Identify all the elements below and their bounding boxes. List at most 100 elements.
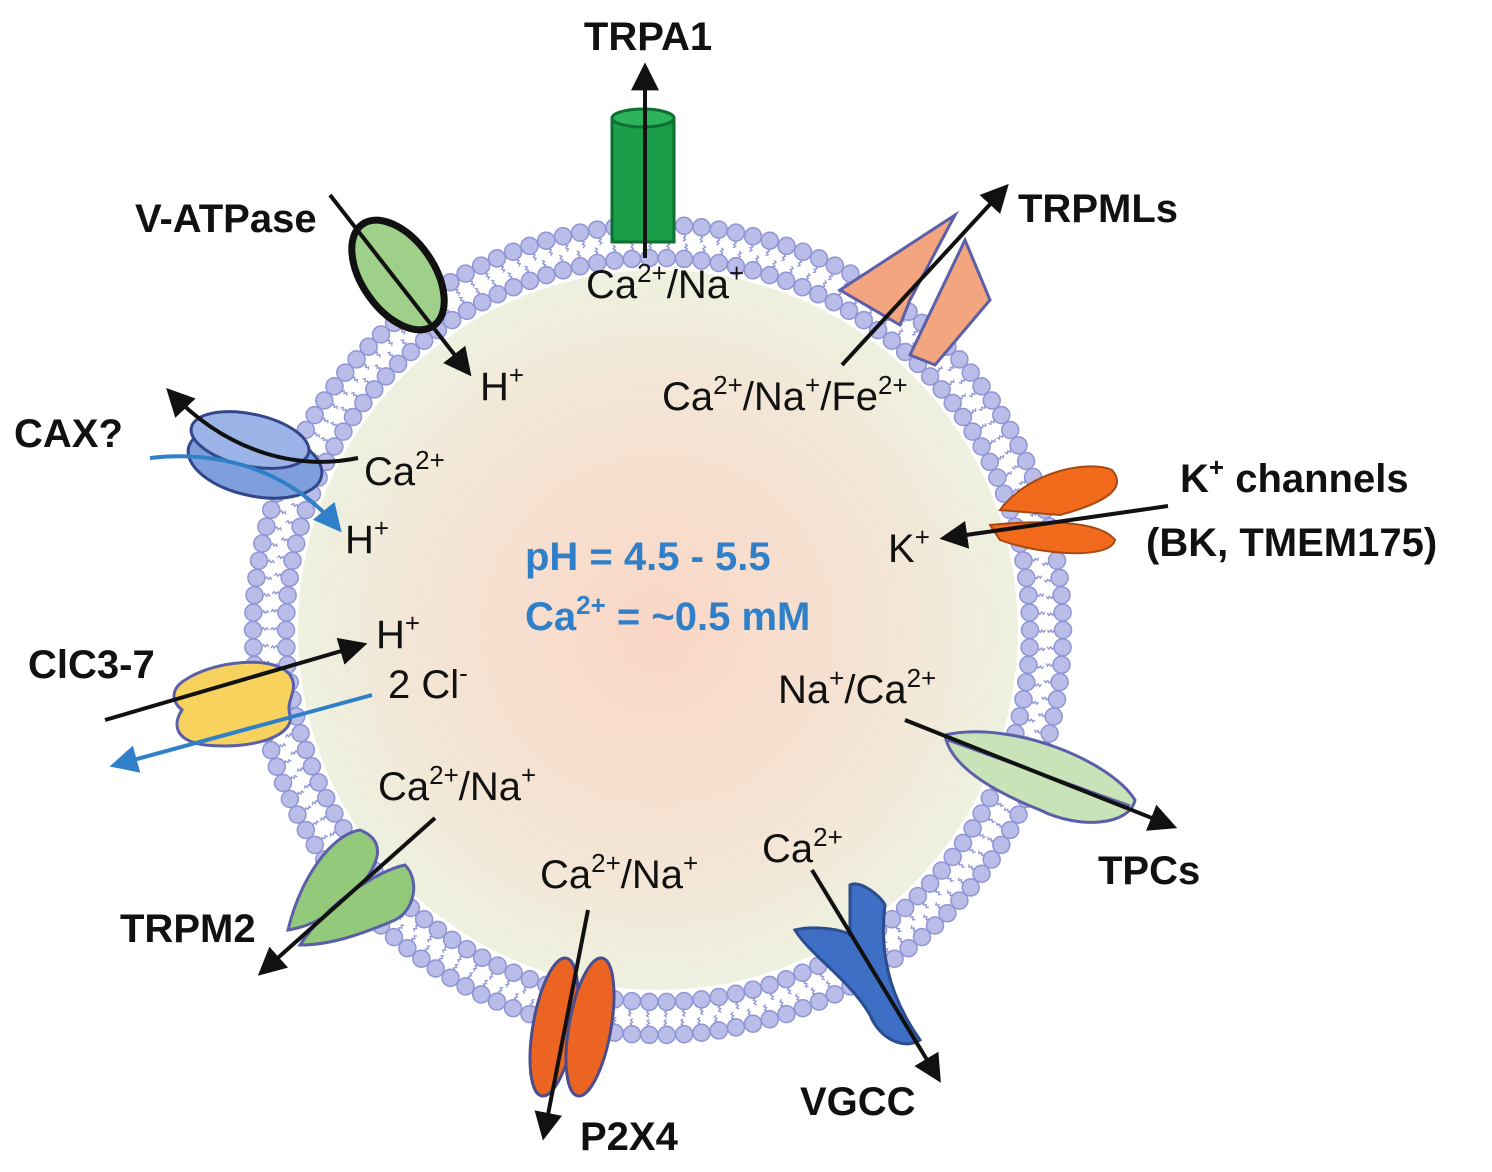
vgcc-label: VGCC	[800, 1080, 916, 1124]
lipid-head-outer	[384, 927, 404, 947]
cax-h-arrow	[149, 454, 342, 533]
lipid-tail	[524, 265, 530, 274]
lipid-tail	[1037, 610, 1046, 616]
lipid-head-inner	[343, 407, 363, 427]
lipid-head-outer	[471, 256, 491, 275]
lipid-tail	[329, 831, 337, 837]
lipid-tail	[1027, 718, 1036, 723]
k-channel-upper	[998, 465, 1118, 517]
lipid-head-outer	[825, 256, 845, 275]
lipid-tail	[467, 972, 474, 980]
lipid-head-inner	[622, 991, 642, 1011]
lipid-head-inner	[743, 980, 763, 999]
lipid-tail	[737, 250, 743, 259]
lipid-tail	[897, 935, 904, 943]
lipid-tail	[1046, 645, 1055, 651]
trpmls-label: TRPMLs	[1018, 187, 1178, 231]
lipid-tail	[1037, 628, 1047, 634]
trpa1-label: TRPA1	[584, 15, 712, 59]
cax-ion-ca-label: Ca2+	[364, 445, 445, 494]
lipid-head-inner	[414, 910, 434, 929]
lipid-tail	[911, 329, 918, 336]
lipid-tail	[958, 378, 965, 385]
k-channel-ion-label: K+	[888, 522, 930, 571]
lipid-head-inner	[276, 620, 296, 640]
lipid-head-outer	[793, 998, 813, 1018]
lipid-tail	[821, 280, 828, 288]
lipid-head-outer	[441, 968, 460, 988]
lipid-tail	[469, 280, 476, 288]
lipid-tail	[1037, 712, 1046, 718]
lipid-tail	[701, 244, 707, 253]
lipid-head-inner	[640, 992, 659, 1012]
lipid-head-inner	[388, 354, 408, 374]
lipid-head-inner	[278, 585, 297, 605]
lipid-tail	[895, 925, 902, 933]
lipid-tail	[715, 237, 721, 246]
lipid-tail	[1011, 464, 1019, 470]
lipid-head-inner	[472, 292, 492, 312]
v-atpase-ion-label: H+	[480, 360, 524, 409]
lipid-tail	[541, 259, 547, 268]
lipid-tail	[341, 389, 348, 396]
clc-h-arrow	[104, 637, 368, 722]
vgcc-arrow	[810, 868, 941, 1083]
lipid-head-inner	[908, 886, 928, 906]
lipid-head-outer	[925, 916, 945, 935]
lipid-tail	[769, 992, 775, 1001]
lipid-head-outer	[503, 242, 523, 262]
lipid-head-inner	[854, 310, 874, 330]
lipid-tail	[781, 253, 787, 262]
lipid-tail	[682, 233, 687, 242]
lipid-tail	[681, 1009, 687, 1018]
lipid-head-inner	[504, 277, 523, 297]
lipid-head-outer	[982, 850, 1001, 869]
lipid-tail	[374, 364, 381, 371]
lipid-head-outer	[1052, 655, 1071, 675]
lipid-tail	[612, 244, 617, 253]
lipid-tail	[427, 936, 433, 943]
p2x4-label: P2X4	[580, 1115, 679, 1159]
lipid-head-inner	[1017, 672, 1036, 692]
lipid-tail	[778, 999, 784, 1007]
lipid-tail	[1043, 679, 1052, 685]
lipid-tail	[424, 945, 431, 952]
lipid-head-inner	[291, 517, 310, 536]
lipid-head-inner	[472, 948, 492, 968]
cax-label: CAX?	[14, 412, 123, 456]
lipid-tail	[594, 247, 599, 256]
lipid-tail	[484, 272, 491, 280]
lipid-tail	[472, 964, 479, 972]
lipid-tail	[482, 979, 489, 988]
lipid-tail	[997, 454, 1005, 461]
lipid-tail	[1045, 595, 1054, 600]
lumen-ph-condition: pH = 4.5 - 5.5	[525, 535, 771, 579]
lipid-tail	[303, 783, 312, 789]
lipid-tail	[968, 391, 976, 398]
lipid-head-inner	[354, 393, 373, 413]
lipid-tail	[788, 265, 794, 274]
lipid-tail	[331, 403, 338, 410]
lipid-tail	[978, 405, 986, 412]
lipid-head-inner	[920, 874, 940, 893]
lipid-tail	[987, 836, 995, 843]
lipid-head-outer	[657, 1025, 676, 1045]
k-channel	[939, 465, 1169, 555]
lipid-head-outer	[267, 757, 287, 776]
lipid-head-outer	[471, 985, 491, 1004]
lipid-head-outer	[961, 878, 980, 897]
lipid-head-outer	[244, 638, 263, 657]
cax-ca-arrow	[166, 387, 359, 464]
lipid-head-inner	[839, 301, 859, 321]
lipid-head-outer	[398, 938, 417, 958]
lipid-head-outer	[692, 1023, 711, 1042]
lipid-head-inner	[943, 393, 962, 413]
lipid-head-inner	[793, 277, 812, 297]
lipid-tail	[946, 890, 954, 897]
lipid-tail	[350, 391, 358, 398]
lipid-tail	[629, 1018, 634, 1027]
lipid-tail	[270, 608, 279, 614]
lipid-head-inner	[1010, 707, 1030, 726]
lipid-tail	[507, 272, 513, 280]
lipid-head-outer	[972, 377, 991, 396]
